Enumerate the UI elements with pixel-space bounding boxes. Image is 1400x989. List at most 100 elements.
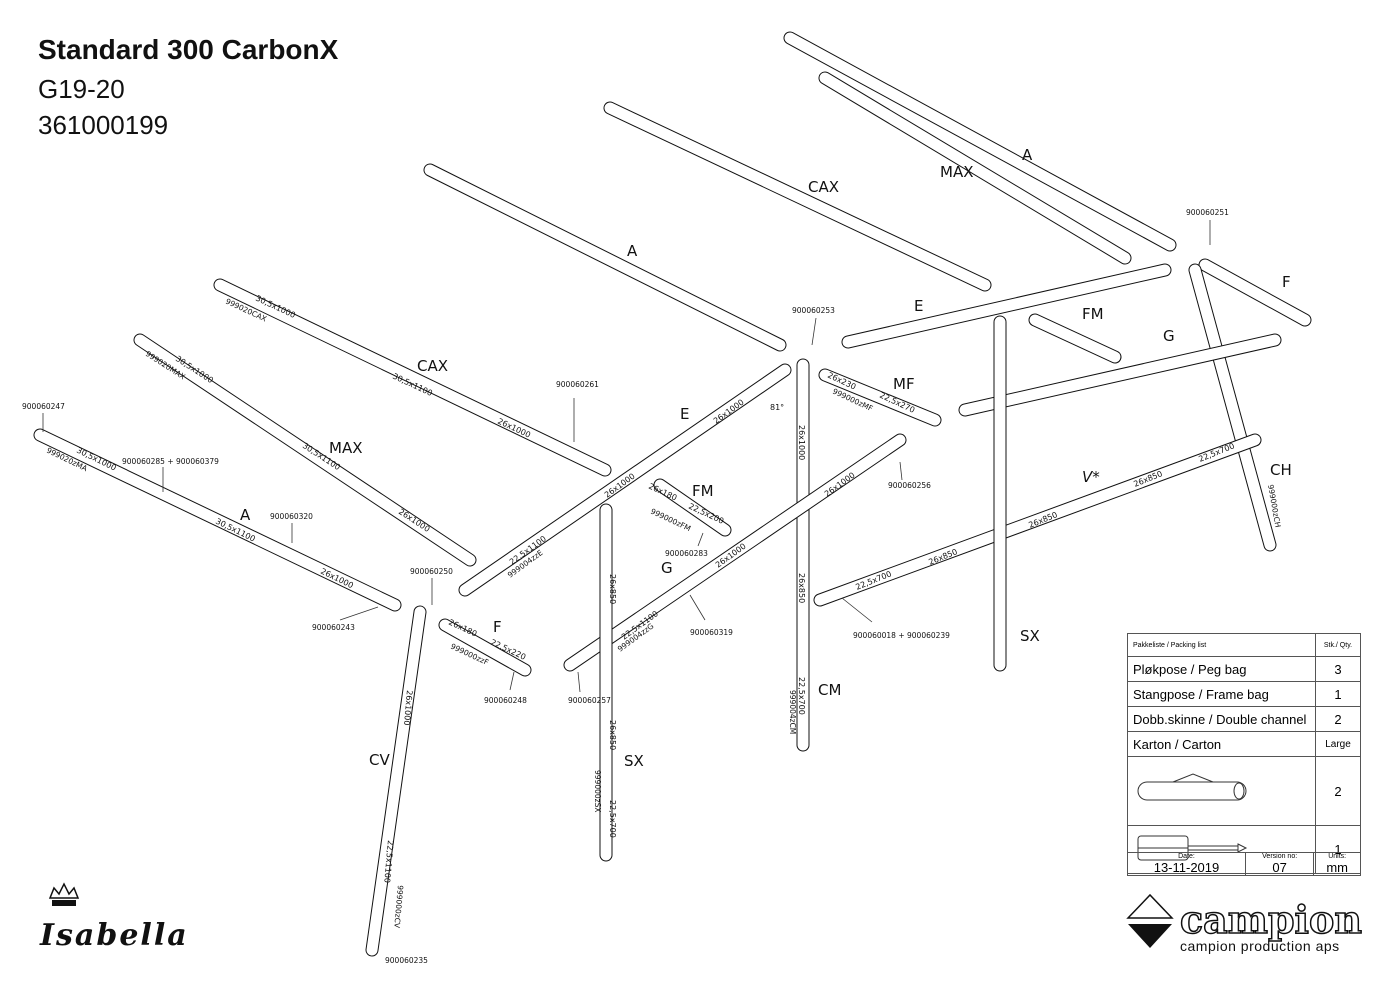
label-sx-left: SX: [624, 752, 644, 770]
part-numbers: 900060247 900060285 + 900060379 90006032…: [22, 208, 1229, 965]
frame-pole: [564, 434, 906, 671]
article-codes: 999020CAX 999020MAX 999020zMA 999004zzE …: [45, 297, 1282, 930]
label-f-left: F: [493, 618, 502, 636]
item-name: Pløkpose / Peg bag: [1127, 656, 1316, 682]
label-a-mid: A: [627, 242, 638, 260]
frame-pole: [214, 279, 611, 476]
frame-pole: [959, 334, 1281, 416]
part-number: 900060250: [410, 567, 453, 576]
label-max-left: MAX: [329, 439, 362, 457]
label-cv: CV: [369, 751, 390, 769]
frame-pole: [439, 619, 531, 676]
isabella-crown-icon: [48, 882, 80, 906]
packing-list-header: Pakkeliste / Packing list: [1127, 633, 1316, 657]
frame-pole: [1199, 259, 1311, 326]
part-number: 900060243: [312, 623, 355, 632]
document-title: Standard 300 CarbonX: [38, 34, 339, 65]
leader-lines: [42, 220, 1211, 693]
campion-brand: campion: [1179, 896, 1362, 943]
frame-pole: [819, 72, 1131, 264]
dim: 26x1000: [402, 690, 414, 726]
dim: 26x850: [608, 574, 617, 604]
dim: 26x850: [797, 573, 806, 603]
label-e-left: E: [680, 405, 689, 423]
label-g-center: G: [661, 559, 673, 577]
dim: 26x1000: [797, 425, 806, 460]
frame-pole: [424, 164, 786, 351]
code: 999004zCM: [788, 690, 797, 734]
item-name: Stangpose / Frame bag: [1127, 681, 1316, 707]
packing-row: 2: [1127, 756, 1361, 826]
label-cm: CM: [818, 681, 841, 699]
label-g-right: G: [1163, 327, 1175, 345]
item-qty: 2: [1315, 706, 1361, 732]
part-number: 900060320: [270, 512, 313, 521]
part-number: 900060256: [888, 481, 931, 490]
item-qty: Large: [1315, 731, 1361, 757]
code: 999000zCV: [392, 885, 405, 929]
label-max-top: MAX: [940, 163, 973, 181]
part-number: 900060319: [690, 628, 733, 637]
frame-pole: [814, 434, 1261, 606]
frame-pole: [1189, 264, 1276, 551]
label-a-left: A: [240, 506, 251, 524]
part-number: 900060248: [484, 696, 527, 705]
clamp-icon: [1137, 772, 1247, 800]
label-e-top: E: [914, 297, 923, 315]
part-number: 900060285 + 900060379: [122, 457, 219, 466]
campion-logo-icon: [1126, 893, 1174, 948]
pipes: [33, 31, 1312, 957]
version-value: 07: [1272, 860, 1287, 875]
frame-pole: [819, 369, 941, 426]
code: 999000zSX: [593, 770, 602, 812]
label-v: V*: [1082, 468, 1100, 486]
label-cax-top: CAX: [808, 178, 839, 196]
frame-pole: [654, 479, 731, 536]
frame-pole: [784, 32, 1176, 251]
label-fm-right: FM: [1082, 305, 1104, 323]
item-name: Karton / Carton: [1127, 731, 1316, 757]
part-number: 900060235: [385, 956, 428, 965]
label-cax-left: CAX: [417, 357, 448, 375]
item-qty: 2: [1315, 756, 1361, 826]
label-sx-right: SX: [1020, 627, 1040, 645]
item-qty: 3: [1315, 656, 1361, 682]
assembly-labels: A MAX CAX A E FM G F CH V* SX MF E FM G …: [240, 146, 1292, 770]
date-label: Date:: [1178, 853, 1195, 860]
frame-pole: [34, 429, 401, 611]
qty-header: Stk./ Qty.: [1315, 633, 1361, 657]
dim: 26x850: [608, 720, 617, 750]
frame-pole: [366, 606, 426, 956]
part-number: 900060257: [568, 696, 611, 705]
part-number: 900060247: [22, 402, 65, 411]
frame-pole: [459, 364, 791, 596]
dim: 22,5x700: [608, 800, 617, 838]
model-code: G19-20: [38, 74, 125, 104]
date-value: 13-11-2019: [1153, 860, 1220, 875]
frame-pole: [604, 102, 991, 291]
units-label: Units:: [1328, 853, 1347, 860]
dim: 22,5x1100: [382, 840, 395, 884]
part-number: 900060261: [556, 380, 599, 389]
document-meta: Date:13-11-2019 Version no:07 Units:mm: [1127, 852, 1361, 876]
units-value: mm: [1326, 860, 1348, 875]
label-mf: MF: [893, 375, 915, 393]
part-number: 900060253: [792, 306, 835, 315]
frame-pole: [1029, 314, 1121, 363]
article-number: 361000199: [38, 110, 169, 140]
part-number: 900060283: [665, 549, 708, 558]
dim: 22,5x700: [797, 677, 806, 715]
version-label: Version no:: [1262, 853, 1298, 860]
label-fm-center: FM: [692, 482, 714, 500]
item-qty: 1: [1315, 681, 1361, 707]
frame-pole: [134, 334, 476, 566]
label-ch: CH: [1270, 461, 1292, 479]
label-f-right: F: [1282, 273, 1291, 291]
part-number: 900060018 + 900060239: [853, 631, 950, 640]
